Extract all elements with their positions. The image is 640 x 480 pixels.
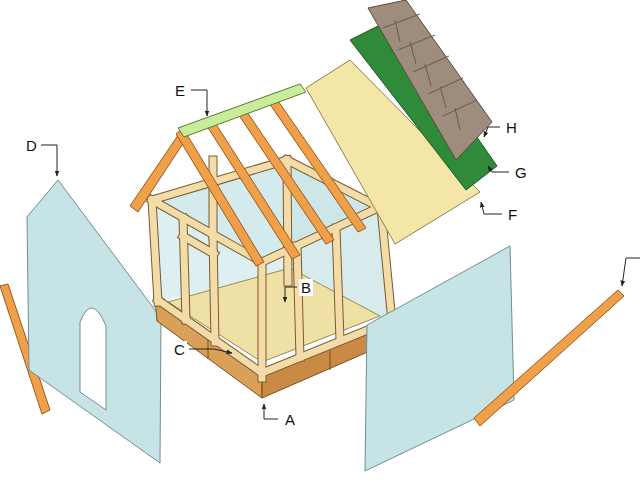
callout-letter: C bbox=[172, 341, 187, 358]
callout-letter: D bbox=[24, 137, 39, 154]
callout-letter: G bbox=[513, 164, 529, 181]
callout-letter: A bbox=[283, 411, 297, 428]
callout-letter: F bbox=[506, 206, 519, 223]
callout-letter: E bbox=[173, 82, 187, 99]
callout-letter: B bbox=[299, 279, 313, 296]
callout-letter: H bbox=[504, 119, 519, 136]
